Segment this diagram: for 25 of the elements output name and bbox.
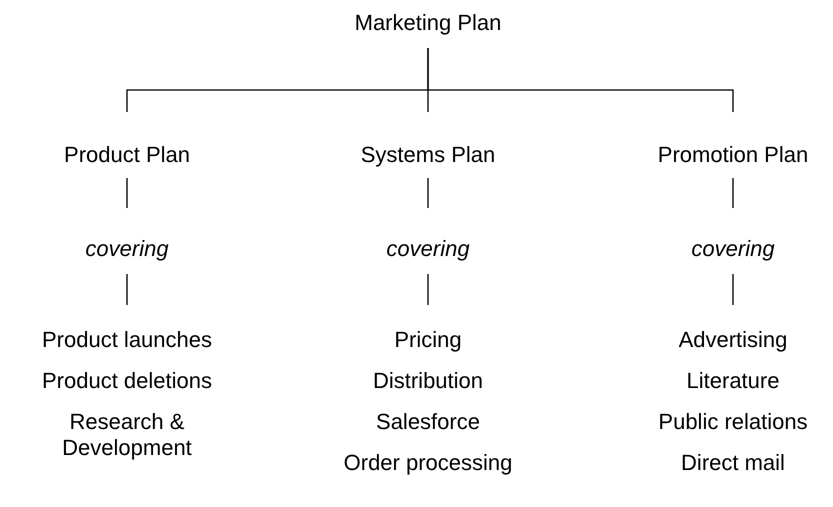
item-label: Product launches <box>42 327 212 353</box>
item-label: Product deletions <box>42 368 212 394</box>
plan-label: Systems Plan <box>360 142 496 168</box>
connector-line <box>427 48 734 112</box>
item-label: Distribution <box>372 368 484 394</box>
title-label: Marketing Plan <box>354 10 502 36</box>
item-label: Salesforce <box>376 409 480 435</box>
connector-line <box>427 274 429 305</box>
item-label: Public relations <box>658 409 808 435</box>
connector-line <box>732 274 734 305</box>
item-label: Pricing <box>394 327 462 353</box>
item-label: Research & Development <box>61 409 193 461</box>
connector-line <box>732 178 734 208</box>
connector-line <box>126 178 128 208</box>
item-label: Literature <box>686 368 780 394</box>
connector-line <box>126 274 128 305</box>
connector-label: covering <box>691 236 775 262</box>
item-label: Advertising <box>678 327 788 353</box>
item-label: Direct mail <box>681 450 785 476</box>
connector-label: covering <box>85 236 169 262</box>
item-label: Order processing <box>344 450 512 476</box>
plan-label: Product Plan <box>64 142 190 168</box>
connector-line <box>427 178 429 208</box>
plan-label: Promotion Plan <box>658 142 808 168</box>
connector-label: covering <box>386 236 470 262</box>
